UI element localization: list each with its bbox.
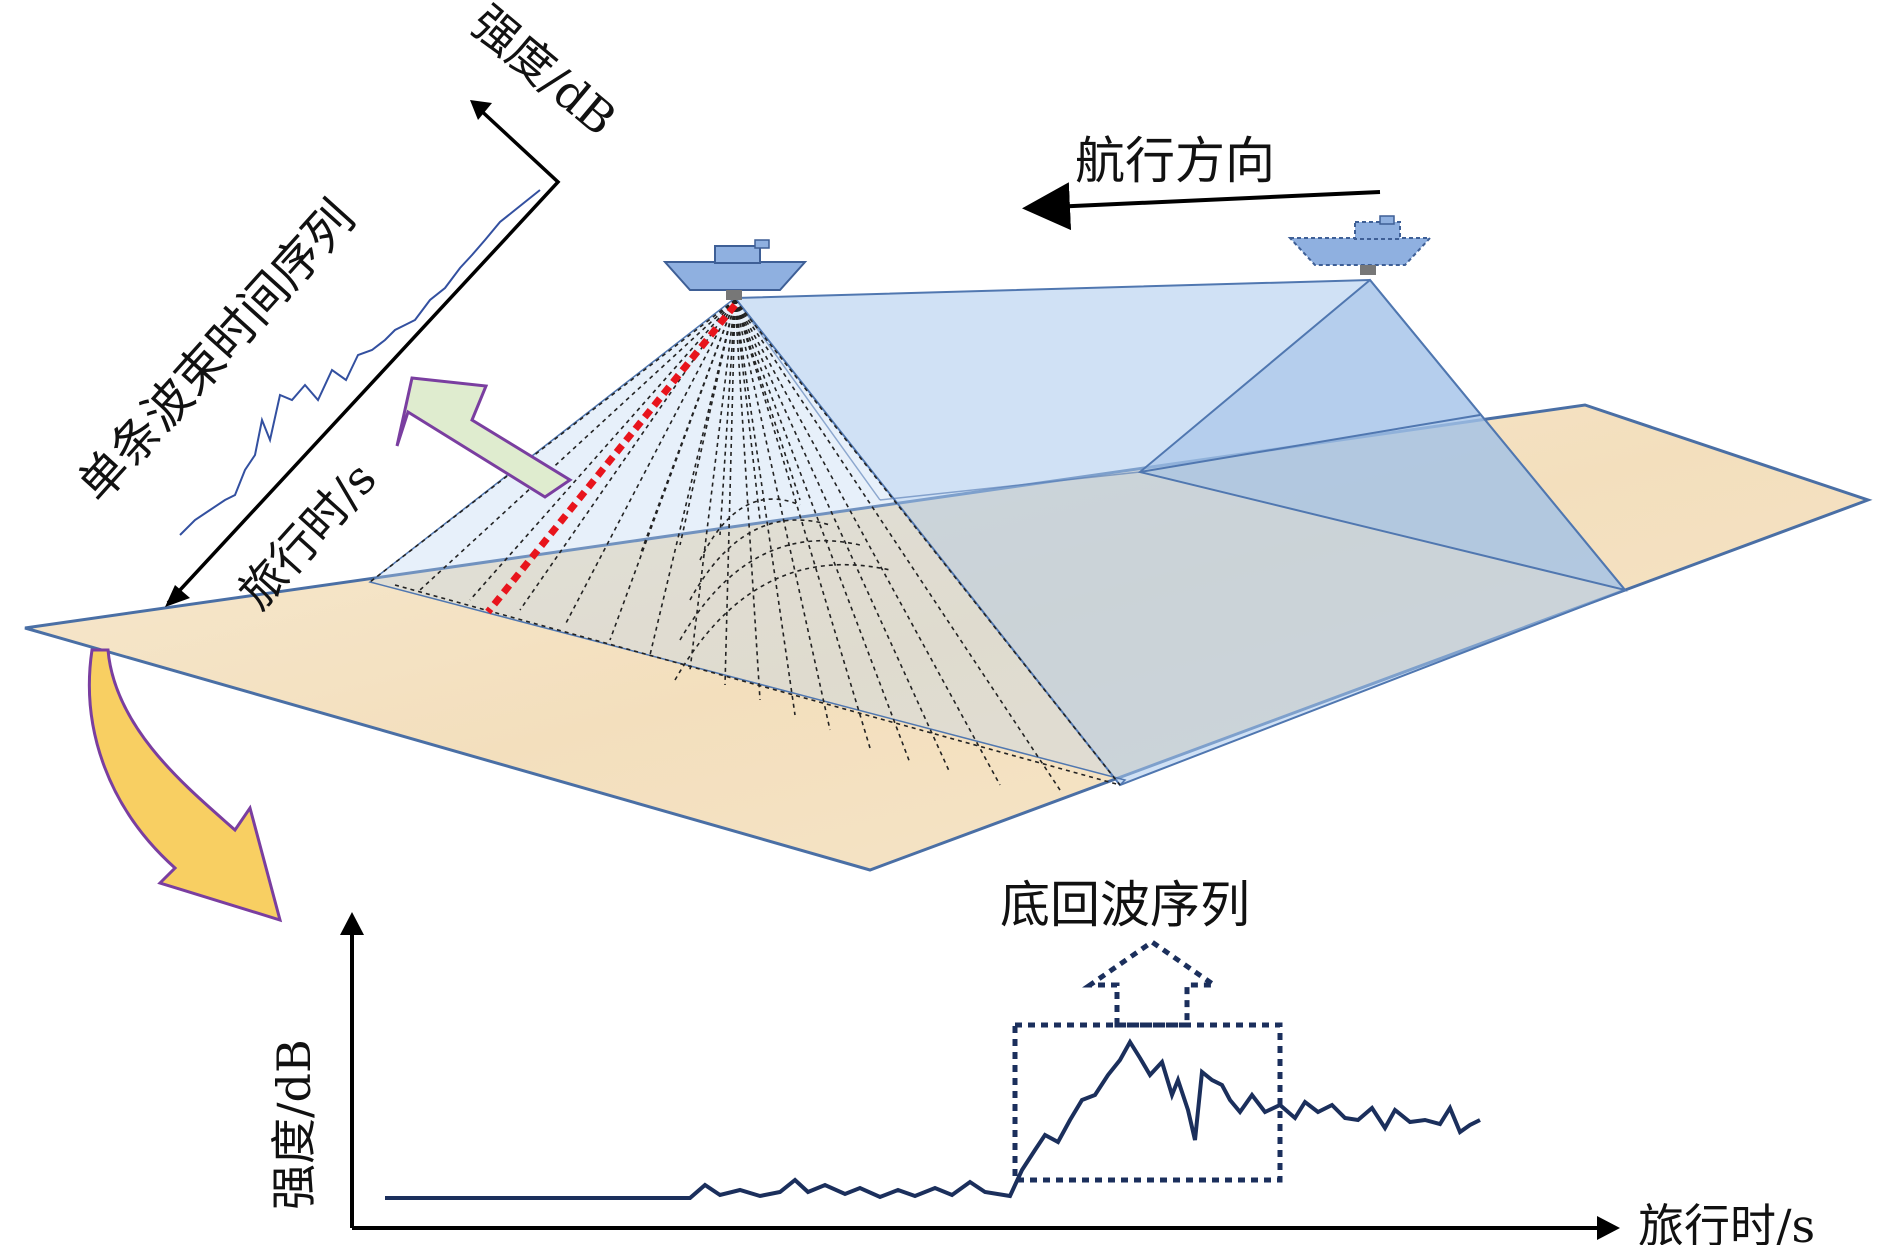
bottom-echo-series-label: 底回波序列 (1000, 876, 1250, 934)
intensity-axis-label-bottom: 强度/dB (267, 1039, 321, 1210)
single-beam-series-label: 单条波束时间序列 (67, 190, 366, 513)
intensity-axis-label-top: 强度/dB (461, 0, 627, 146)
survey-ship-outline-icon (1287, 215, 1433, 275)
sailing-direction-label: 航行方向 (1075, 132, 1275, 190)
swath-volume (368, 278, 1628, 787)
bottom-echo-signal (385, 1038, 1481, 1200)
beam-fan (369, 299, 1121, 791)
bottom-chart-axes (340, 912, 1620, 1240)
survey-ship-icon (662, 239, 808, 300)
dotted-up-arrow (1082, 938, 1222, 1028)
green-arrow (395, 376, 573, 499)
bottom-echo-box (1012, 1022, 1283, 1183)
highlighted-beam (485, 302, 738, 615)
single-beam-signal (179, 189, 541, 536)
yellow-curved-arrow (87, 648, 283, 923)
travel-time-axis-label-bottom: 旅行时/s (1638, 1199, 1815, 1245)
sailing-direction-arrow (1022, 182, 1381, 231)
single-beam-axes (165, 100, 561, 607)
